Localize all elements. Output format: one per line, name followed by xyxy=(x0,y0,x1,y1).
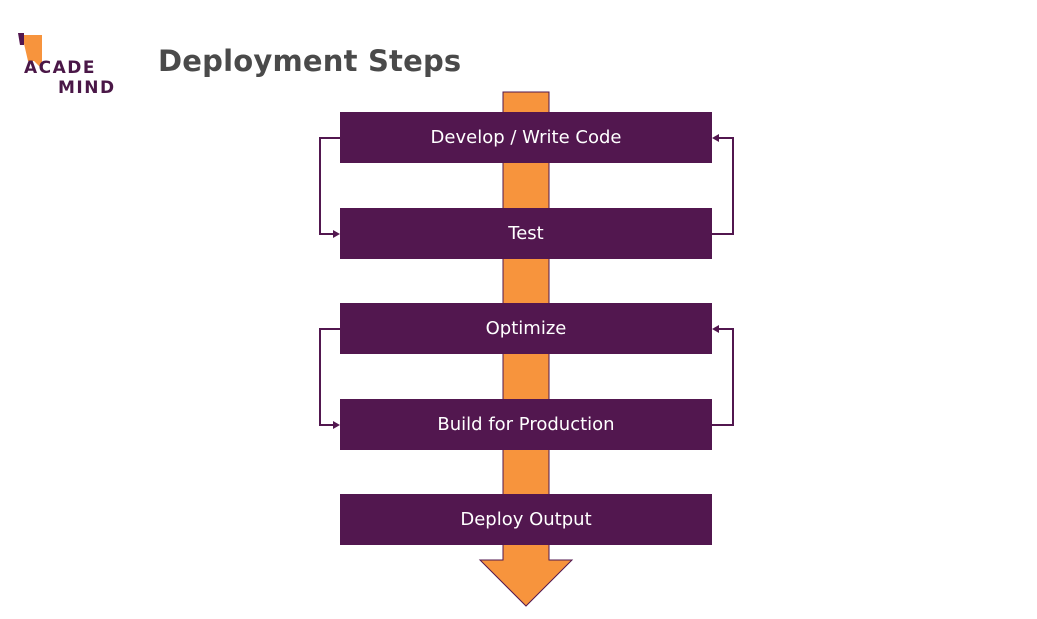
step-label: Optimize xyxy=(485,318,567,339)
loop-connector-build-to-optimize xyxy=(712,328,734,426)
arrowhead-into-optimize xyxy=(712,325,719,333)
logo-flag-icon xyxy=(18,33,42,69)
loop-connector-optimize-to-build xyxy=(319,328,340,426)
step-develop-write-code: Develop / Write Code xyxy=(340,112,712,163)
page-title: Deployment Steps xyxy=(158,44,462,78)
step-test: Test xyxy=(340,208,712,259)
step-deploy-output: Deploy Output xyxy=(340,494,712,545)
logo-text-line1: ACADE xyxy=(24,58,97,78)
logo-text-line2: MIND xyxy=(58,78,116,98)
step-label: Develop / Write Code xyxy=(430,127,622,148)
step-build-for-production: Build for Production xyxy=(340,399,712,450)
arrowhead-into-develop xyxy=(712,134,719,142)
loop-connector-develop-to-test xyxy=(319,137,340,235)
arrowhead-into-test xyxy=(333,230,340,238)
step-label: Deploy Output xyxy=(460,509,592,530)
step-label: Build for Production xyxy=(437,414,615,435)
loop-connector-test-to-develop xyxy=(712,137,734,235)
arrowhead-into-build xyxy=(333,421,340,429)
academind-logo: ACADE MIND xyxy=(6,30,121,100)
step-label: Test xyxy=(508,223,544,244)
step-optimize: Optimize xyxy=(340,303,712,354)
